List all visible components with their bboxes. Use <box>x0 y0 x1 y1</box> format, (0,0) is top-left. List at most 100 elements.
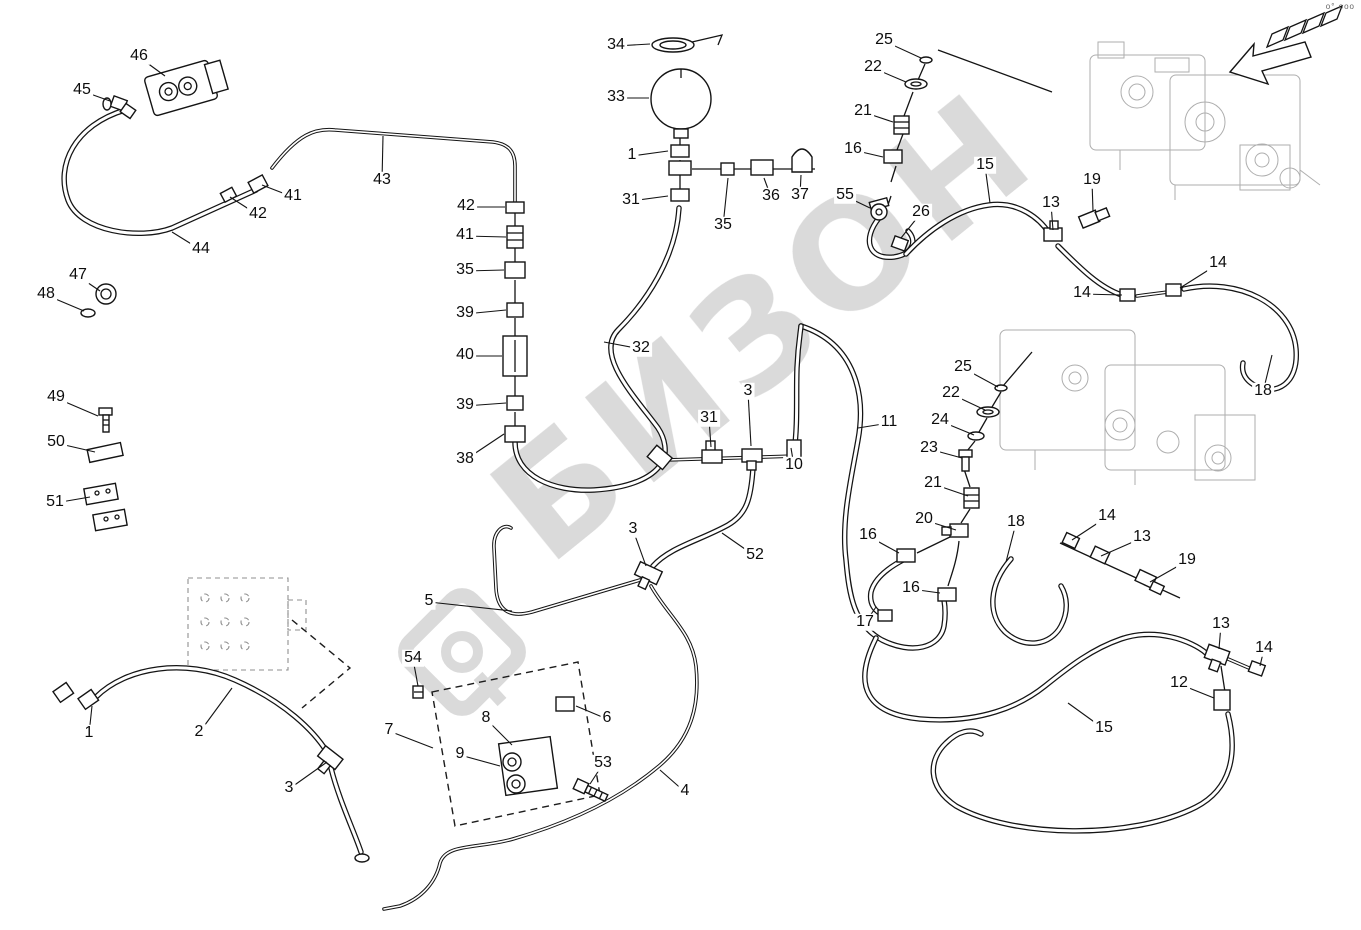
part-label-44: 44 <box>190 239 212 258</box>
part-label-10: 10 <box>783 455 805 474</box>
tee-fitting <box>668 160 692 176</box>
part-label-42: 42 <box>455 196 477 215</box>
top-right-chain <box>868 56 1182 302</box>
accumulator-assembly <box>650 34 813 202</box>
part-label-6: 6 <box>600 708 614 727</box>
fitting-31 <box>670 188 690 202</box>
part-label-46: 46 <box>128 46 150 65</box>
part-label-18: 18 <box>1005 512 1027 531</box>
fitting-12 <box>1213 689 1231 711</box>
part-label-16: 16 <box>857 525 879 544</box>
part-label-14: 14 <box>1096 506 1118 525</box>
pointer-dash <box>291 619 352 709</box>
bottom-left-fittings <box>52 681 370 863</box>
part-label-8: 8 <box>479 708 493 727</box>
fitting-14m <box>1061 531 1081 550</box>
part-label-13: 13 <box>1040 193 1062 212</box>
fitting-chain <box>502 201 528 443</box>
tee-31b <box>701 449 723 464</box>
part-label-23: 23 <box>918 438 940 457</box>
part-label-21: 21 <box>852 101 874 120</box>
part-label-39: 39 <box>454 395 476 414</box>
fitting-36 <box>750 159 774 176</box>
part-label-40: 40 <box>454 345 476 364</box>
watermark-logo-icon <box>398 588 526 716</box>
part-label-19: 19 <box>1176 550 1198 569</box>
washer-22 <box>904 78 928 90</box>
filter-assembly <box>102 59 269 204</box>
fitting-16a <box>896 548 916 563</box>
leader-line <box>388 730 434 749</box>
part-label-42: 42 <box>247 204 269 223</box>
nut-42 <box>505 201 525 214</box>
part-label-35: 35 <box>712 215 734 234</box>
washer-25 <box>919 56 933 64</box>
leader-line <box>747 391 752 447</box>
part-label-3: 3 <box>741 381 755 400</box>
fitting-21b <box>963 487 980 509</box>
fitting-6 <box>555 696 575 712</box>
part-label-51: 51 <box>44 492 66 511</box>
nut-1 <box>77 688 100 711</box>
fitting-14c <box>1247 660 1267 677</box>
part-label-13: 13 <box>1131 527 1153 546</box>
hardware-47-51 <box>80 283 128 532</box>
washer-48 <box>80 308 96 318</box>
part-label-13: 13 <box>1210 614 1232 633</box>
part-label-3: 3 <box>282 778 296 797</box>
clamp-51b <box>92 508 128 532</box>
part-label-39: 39 <box>454 303 476 322</box>
corner-print-mark: o° ooo <box>1325 2 1355 11</box>
fitting-16 <box>883 149 903 164</box>
part-label-41: 41 <box>454 225 476 244</box>
part-label-12: 12 <box>1168 673 1190 692</box>
part-label-16: 16 <box>842 139 864 158</box>
tee-3c <box>633 560 664 591</box>
part-label-16: 16 <box>900 578 922 597</box>
part-label-5: 5 <box>422 591 436 610</box>
part-label-54: 54 <box>402 648 424 667</box>
nut-38 <box>504 425 526 443</box>
part-label-25: 25 <box>873 30 895 49</box>
part-label-11: 11 <box>878 412 900 431</box>
part-label-35: 35 <box>454 260 476 279</box>
leader-line <box>428 601 513 612</box>
fitting-39 <box>506 302 524 318</box>
part-label-43: 43 <box>371 170 393 189</box>
fitting-35b <box>504 261 526 279</box>
part-label-14: 14 <box>1071 283 1093 302</box>
fitting-41L <box>247 173 269 195</box>
part-label-14: 14 <box>1207 253 1229 272</box>
clamp-51a <box>83 482 119 506</box>
part-label-36: 36 <box>760 186 782 205</box>
part-label-22: 22 <box>862 57 884 76</box>
mid-right-chain <box>877 384 1166 622</box>
hose-end-cap <box>354 853 370 863</box>
part-label-38: 38 <box>454 449 476 468</box>
connector-19 <box>1077 207 1111 229</box>
washer-22b <box>976 406 1000 418</box>
connector-19m <box>1134 568 1166 596</box>
elbow-1 <box>52 681 75 704</box>
bracket-outline-7 <box>431 661 601 827</box>
part-label-4: 4 <box>678 781 692 800</box>
part-label-33: 33 <box>605 87 627 106</box>
pump-assembly-top-ghost <box>1089 41 1321 200</box>
part-label-15: 15 <box>1093 718 1115 737</box>
part-label-1: 1 <box>82 723 96 742</box>
bottom-right-fittings <box>1203 643 1267 711</box>
part-label-15: 15 <box>974 155 996 174</box>
clamp-9b <box>506 774 526 794</box>
clamp-37 <box>791 148 813 173</box>
part-label-18: 18 <box>1252 381 1274 400</box>
valve-block-ghost <box>187 577 352 709</box>
part-label-47: 47 <box>67 265 89 284</box>
part-label-17: 17 <box>854 612 876 631</box>
part-label-31: 31 <box>620 190 642 209</box>
part-label-41: 41 <box>282 186 304 205</box>
leader-line <box>459 754 501 767</box>
part-label-9: 9 <box>453 744 467 763</box>
elbow-fitting <box>646 444 674 471</box>
